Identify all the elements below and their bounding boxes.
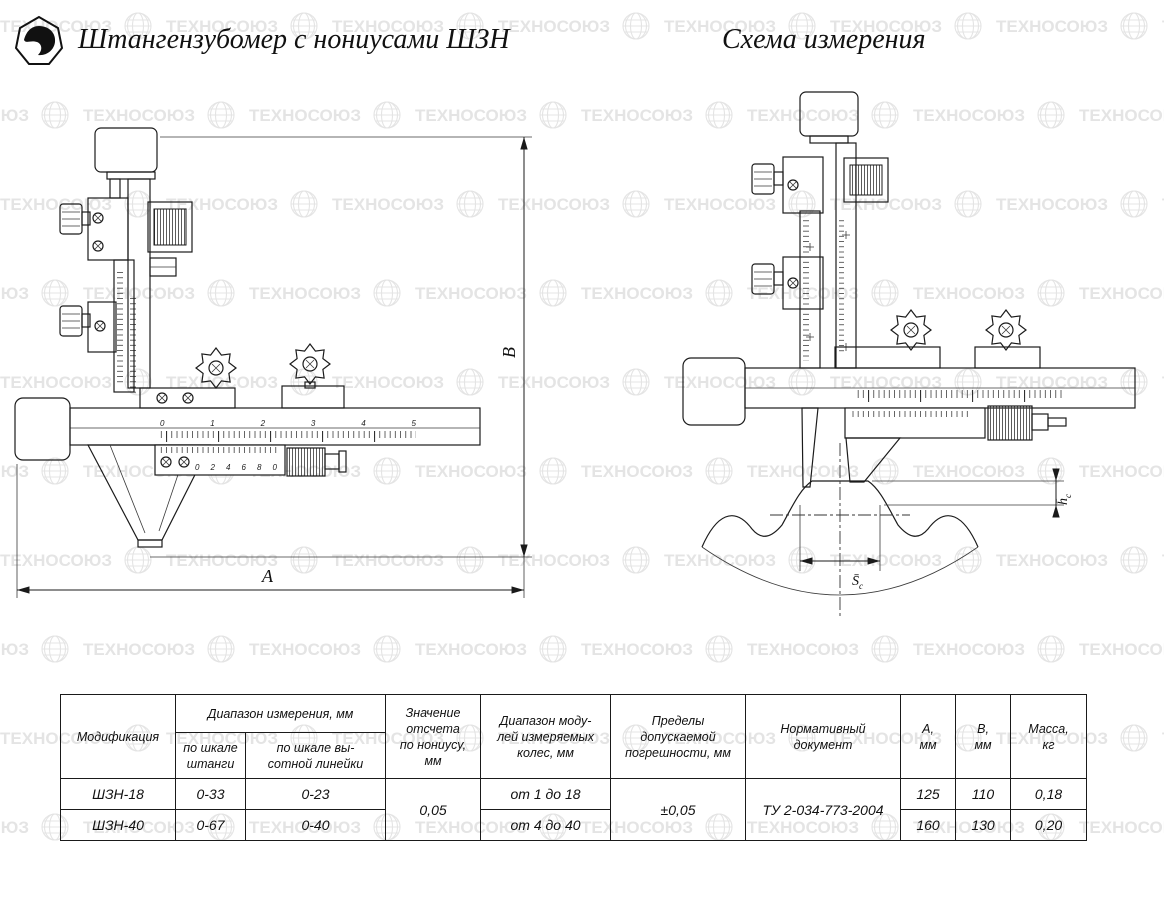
cell-dim-a: 125 <box>900 778 957 810</box>
lower-clamp-block <box>87 301 117 353</box>
vertical-column-carriage <box>139 387 236 409</box>
cell-module-range: от 4 до 40 <box>480 809 612 841</box>
col-header-module-range: Диапазон моду- лей измеряемых колес, мм <box>480 694 612 779</box>
spec-table: Модификация Диапазон измерения, мм Значе… <box>60 694 1088 841</box>
col-header-range-group: Диапазон измерения, мм <box>174 694 387 733</box>
col-header-vernier-value: Значение отсчета по нониусу, мм <box>385 694 482 779</box>
cell-range-beam: 0-33 <box>175 778 246 810</box>
dimension-width-A: А <box>16 464 525 598</box>
cell-dim-b: 110 <box>955 778 1012 810</box>
scheme-carriage-2 <box>974 346 1041 369</box>
cell-module-range: от 1 до 18 <box>480 778 612 810</box>
scheme-jaws <box>801 407 902 488</box>
vernier-numbers: 0 2 4 6 8 0 <box>195 463 278 472</box>
page-title: Штангензубомер с нониусами ШЗН <box>78 24 510 55</box>
cell-error-limits: ±0,05 <box>610 778 747 841</box>
col-header-mass: Масса, кг <box>1010 694 1088 779</box>
col-header-range-height: по шкале вы- сотной линейки <box>244 732 387 779</box>
col-header-normative-doc: Нормативный документ <box>745 694 902 779</box>
beam-end-knob <box>14 397 71 461</box>
scheme-star-knob-2 <box>985 309 1027 351</box>
cell-range-beam: 0-67 <box>175 809 246 841</box>
cross-screw <box>182 392 194 404</box>
clamp-star-knob-2 <box>289 343 331 385</box>
thumb-screw-upper <box>59 203 91 235</box>
vertical-slide-knob <box>94 127 158 199</box>
dim-b-label: В <box>499 347 519 358</box>
table-row: ШЗН-18 0-33 0-23 0,05 от 1 до 18 ±0,05 Т… <box>60 778 1088 841</box>
scheme-feed-roller <box>987 405 1067 441</box>
cross-screw <box>92 240 104 252</box>
col-header-dim-b: В, мм <box>955 694 1012 779</box>
fine-feed-carriage <box>281 381 345 409</box>
scheme-main-beam <box>744 367 1136 409</box>
dimension-chordal-height: h̄c <box>872 468 1073 518</box>
upper-clamp-block <box>87 197 129 261</box>
scheme-vertical-scale <box>799 210 821 369</box>
fine-adjust-nut <box>147 201 193 253</box>
col-header-dim-a: А, мм <box>900 694 957 779</box>
cell-vernier-value: 0,05 <box>385 778 482 841</box>
table-row: ШЗН-40 0-67 0-40 от 4 до 40 160 130 0,20 <box>60 809 1088 841</box>
height-label: h̄c <box>1055 494 1073 505</box>
logo-heptagon <box>14 15 64 65</box>
gear-tooth-profile <box>701 443 979 617</box>
scheme-thumb-screw-upper <box>751 163 784 195</box>
cross-screw <box>92 212 104 224</box>
scheme-fine-adjust-nut <box>843 157 889 203</box>
cross-screw <box>156 392 168 404</box>
scheme-beam-end-knob <box>682 357 746 426</box>
cell-modification: ШЗН-18 <box>60 778 176 810</box>
thumb-screw-lower <box>59 305 91 337</box>
cell-range-height: 0-40 <box>244 809 387 841</box>
cross-screw <box>94 320 106 332</box>
logo-emblem <box>24 26 56 56</box>
cell-mass: 0,20 <box>1010 809 1088 841</box>
scheme-upper-clamp-block <box>782 156 824 214</box>
scheme-vernier-slider <box>844 407 986 439</box>
col-header-modification: Модификация <box>60 694 176 779</box>
scheme-star-knob-1 <box>890 309 932 351</box>
chord-label: S̄c <box>852 574 863 591</box>
technosouz-logo <box>14 15 64 65</box>
cell-mass: 0,18 <box>1010 778 1088 810</box>
dimension-chord-thickness: S̄c <box>799 505 881 591</box>
cell-modification: ШЗН-40 <box>60 809 176 841</box>
cell-range-height: 0-23 <box>244 778 387 810</box>
col-header-error-limits: Пределы допускаемой погрешности, мм <box>610 694 747 779</box>
fine-feed-roller <box>286 447 347 477</box>
cell-normative-doc: ТУ 2-034-773-2004 <box>745 778 902 841</box>
cell-dim-a: 160 <box>900 809 957 841</box>
scheme-carriage-1 <box>834 346 941 369</box>
vernier-slider: 0 2 4 6 8 0 <box>154 444 286 476</box>
caliper-drawing: В А <box>14 127 532 598</box>
scheme-title: Схема измерения <box>722 24 926 55</box>
scheme-top-knob <box>799 91 859 144</box>
col-header-range-beam: по шкале штанги <box>175 732 246 779</box>
dimension-height-B: В <box>150 136 532 558</box>
vertical-beam <box>127 178 151 395</box>
cross-screw <box>787 179 799 191</box>
beam-scale-numbers: 0 1 2 3 4 5 <box>160 419 417 428</box>
scheme-thumb-screw-lower <box>751 263 784 295</box>
cross-screw <box>787 277 799 289</box>
cell-dim-b: 130 <box>955 809 1012 841</box>
clamp-star-knob-1 <box>195 347 237 389</box>
main-beam: 0 1 2 3 4 5 <box>69 407 481 446</box>
specifications-table: Модификация Диапазон измерения, мм Значе… <box>60 694 1088 841</box>
vertical-vernier-pointer <box>149 257 177 277</box>
dim-a-label: А <box>261 566 274 586</box>
measurement-scheme-drawing: S̄c h̄c <box>682 91 1136 617</box>
